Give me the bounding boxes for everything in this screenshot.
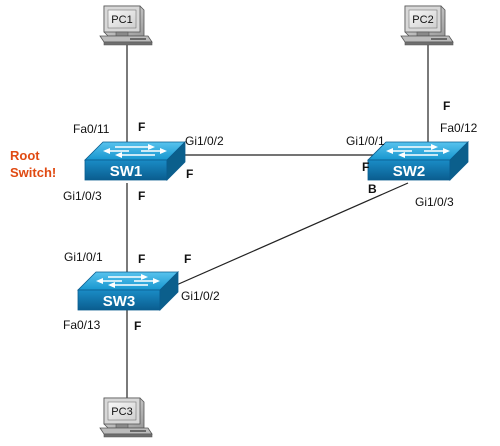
port-label-sw1-fa0-11: Fa0/11 xyxy=(73,122,110,136)
pc1-node: PC1 xyxy=(99,5,153,46)
port-state-sw2-fa0-12: F xyxy=(443,99,450,113)
port-label-sw2-fa0-12: Fa0/12 xyxy=(440,121,478,135)
port-label-sw3-fa0-13: Fa0/13 xyxy=(63,318,101,332)
sw3-label: SW3 xyxy=(103,293,136,310)
pc3-label: PC3 xyxy=(111,406,132,418)
sw2-node: SW2 xyxy=(367,141,469,181)
port-label-sw2-gi1-0-3: Gi1/0/3 xyxy=(415,195,454,209)
port-state-sw1-fa0-11: F xyxy=(138,120,145,134)
sw1-node: SW1 xyxy=(84,141,186,181)
port-label-sw3-gi1-0-2: Gi1/0/2 xyxy=(181,289,220,303)
port-state-sw2-gi1-0-1: F xyxy=(362,160,369,174)
link-sw2-sw3 xyxy=(164,182,409,291)
sw1-label: SW1 xyxy=(110,163,143,180)
pc1-label: PC1 xyxy=(111,14,132,26)
port-label-sw2-gi1-0-1: Gi1/0/1 xyxy=(346,134,385,148)
port-state-sw3-gi1-0-1: F xyxy=(138,252,145,266)
root-switch-label-line1: Root xyxy=(10,148,40,163)
port-state-sw3-fa0-13: F xyxy=(134,319,141,333)
port-label-sw1-gi1-0-3: Gi1/0/3 xyxy=(63,189,102,203)
root-switch-label-line2: Switch! xyxy=(10,165,56,180)
port-label-sw1-gi1-0-2: Gi1/0/2 xyxy=(185,134,224,148)
port-state-sw1-gi1-0-2: F xyxy=(186,167,193,181)
pc2-node: PC2 xyxy=(400,5,454,46)
pc3-node: PC3 xyxy=(99,397,153,438)
sw2-label: SW2 xyxy=(393,163,426,180)
port-state-sw2-gi1-0-3: B xyxy=(368,182,377,196)
port-label-sw3-gi1-0-1: Gi1/0/1 xyxy=(64,250,103,264)
pc2-label: PC2 xyxy=(412,14,433,26)
port-state-sw3-gi1-0-2: F xyxy=(184,252,191,266)
port-state-sw1-gi1-0-3: F xyxy=(138,189,145,203)
sw3-node: SW3 xyxy=(77,271,179,311)
